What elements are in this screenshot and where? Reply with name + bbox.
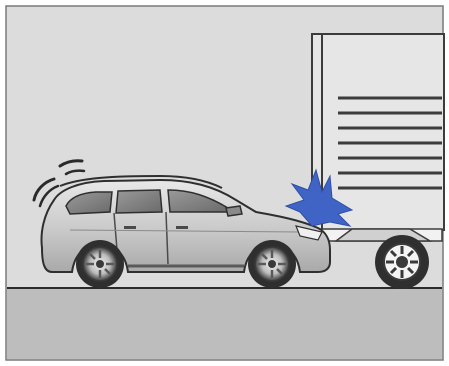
trailer-wheel xyxy=(375,235,429,289)
trailer-vents xyxy=(338,98,442,188)
car-front-wheel xyxy=(248,240,296,288)
car-rear-wheel xyxy=(76,240,124,288)
road-ground xyxy=(7,288,442,359)
